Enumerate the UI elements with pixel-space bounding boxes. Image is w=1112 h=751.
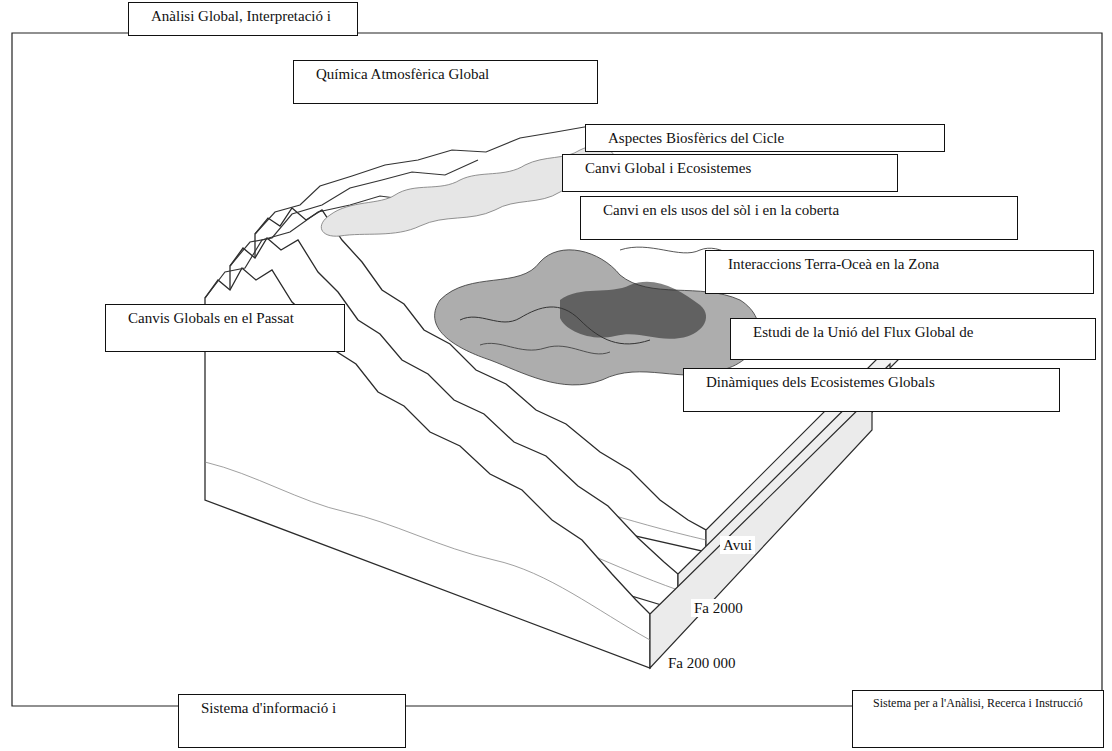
land-sea-area — [560, 282, 706, 339]
slab-base — [650, 396, 872, 668]
project-box: Estudi de la Unió del Flux Global de — [730, 318, 1096, 360]
project-box: Dinàmiques dels Ecosistemes Globals — [683, 368, 1060, 412]
project-box: Canvis Globals en el Passat — [105, 304, 345, 352]
strata-line — [205, 462, 650, 640]
box-text: Canvi Global i Ecosistemes — [585, 160, 883, 177]
project-box: Sistema d'informació i — [178, 694, 406, 748]
river-line — [480, 343, 610, 354]
time-label: Avui — [720, 536, 755, 554]
box-text: Anàlisi Global, Interpretació i — [151, 8, 343, 25]
box-text: Canvis Globals en el Passat — [128, 310, 330, 327]
box-text: Estudi de la Unió del Flux Global de — [753, 324, 1081, 341]
time-label: Fa 2000 — [691, 599, 746, 617]
project-box: Canvi Global i Ecosistemes — [562, 154, 898, 192]
box-text: Interaccions Terra-Oceà en la Zona — [728, 256, 1079, 273]
frame-line — [358, 33, 1102, 690]
box-text: Sistema d'informació i — [201, 700, 391, 717]
box-text: Sistema per a l'Anàlisi, Recerca i Instr… — [863, 697, 1093, 711]
project-box: Sistema per a l'Anàlisi, Recerca i Instr… — [852, 690, 1104, 748]
project-box: Anàlisi Global, Interpretació i — [128, 2, 358, 36]
project-box: Aspectes Biosfèrics del Cicle — [585, 124, 945, 152]
box-text: Canvi en els usos del sòl i en la cobert… — [603, 202, 1003, 219]
frame-line — [406, 705, 852, 706]
river-line — [460, 307, 650, 344]
box-text: Aspectes Biosfèrics del Cicle — [608, 130, 930, 147]
box-text: Dinàmiques dels Ecosistemes Globals — [706, 374, 1045, 391]
frame-line — [12, 33, 178, 706]
project-box: Química Atmosfèrica Global — [293, 60, 598, 104]
time-label: Fa 200 000 — [665, 654, 739, 672]
project-box: Canvi en els usos del sòl i en la cobert… — [580, 196, 1018, 240]
box-text: Química Atmosfèrica Global — [316, 66, 583, 83]
project-box: Interaccions Terra-Oceà en la Zona — [705, 250, 1094, 294]
